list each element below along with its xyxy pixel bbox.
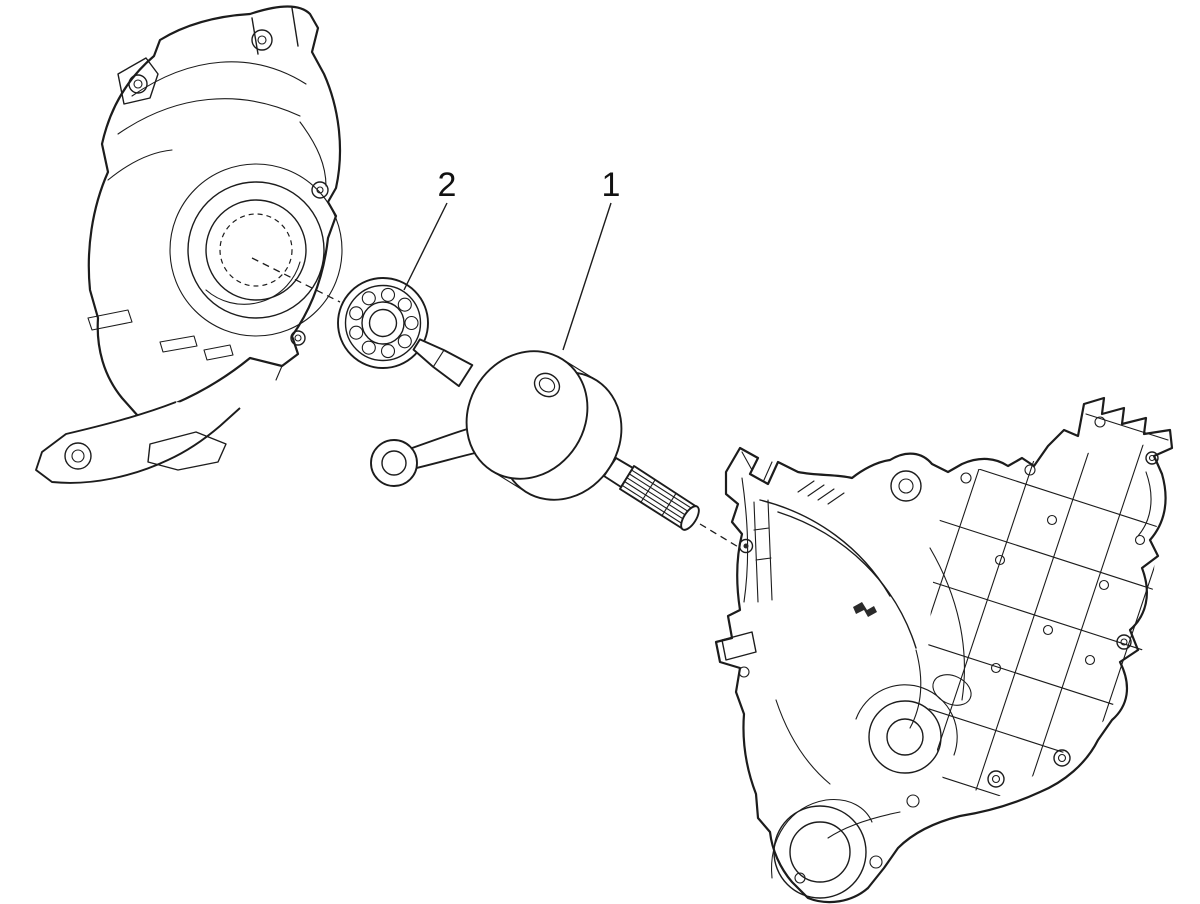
shaft-end-face: [680, 505, 700, 531]
bottom-curve: [775, 699, 831, 785]
output-bore: [868, 700, 942, 774]
dome-rib: [107, 149, 173, 181]
foot-bolt-hole-inner: [294, 334, 302, 342]
dome-rib: [131, 61, 307, 97]
crank-bore: [773, 805, 867, 899]
flange-slot: [87, 309, 133, 331]
callout-1: 1: [562, 166, 621, 351]
left-ear: [117, 57, 159, 105]
bearing-bore: [368, 308, 398, 338]
web-balance-hole: [533, 372, 561, 398]
bore-inner: [205, 199, 307, 301]
channel-ribs: [753, 499, 773, 603]
dome-rib: [299, 121, 327, 187]
left-ear-bolt-hole-inner: [133, 79, 143, 89]
bell-curve: [929, 547, 965, 701]
output-boss-arc: [855, 684, 958, 756]
prong-lines: [741, 451, 773, 481]
flange-slot: [203, 344, 234, 361]
top-ear-bolt-hole: [251, 29, 273, 51]
left-ear-bolt-hole: [128, 74, 148, 94]
callout-2-leader: [403, 202, 448, 291]
output-bore-inner: [886, 718, 924, 756]
bore-chamfer-arc: [205, 261, 301, 305]
side-boss: [932, 674, 972, 706]
peripheral-bolt-holes: [738, 416, 1159, 884]
web-balance-hole-inner: [538, 377, 556, 393]
flange-bolt-hole: [311, 181, 329, 199]
case-bolt-center: [743, 543, 749, 549]
crank-stub-shaft: [412, 338, 474, 388]
crank-boss-arc: [770, 798, 873, 879]
rod-small-end-bore: [381, 450, 407, 476]
machined-hatch: [797, 480, 845, 505]
arm-bolt-hole: [64, 442, 92, 470]
crankcase-half-right: [714, 396, 1174, 904]
crankcase-left-body: [87, 5, 342, 418]
spline-ridges: [621, 469, 696, 527]
top-boss-inner: [898, 478, 914, 494]
edge-echo: [1137, 471, 1152, 537]
bore-hidden-edge: [219, 213, 293, 287]
crank-bore-inner: [789, 821, 851, 883]
callout-1-label: 1: [602, 166, 621, 204]
web-rim-lines: [491, 358, 597, 493]
bearing-outer-race-inner-edge: [344, 284, 422, 362]
callout-2-label: 2: [438, 166, 457, 204]
case-bolt: [738, 538, 754, 554]
foot-bolt-hole: [290, 330, 306, 346]
dome-rib: [117, 98, 301, 135]
assembly-centerline-left: [251, 257, 341, 303]
bore-boss-ring: [169, 163, 343, 337]
stub-step-line: [432, 349, 445, 368]
assembly-centerline-right: [699, 523, 741, 549]
crankcase-half-left: [35, 5, 343, 484]
bell-curve: [777, 511, 917, 649]
flange-bolt-hole-inner: [316, 186, 324, 194]
top-boss: [890, 470, 922, 502]
lattice-bosses: [990, 514, 1146, 674]
flange-slot: [159, 335, 198, 353]
ledge-inner-line: [1085, 413, 1169, 441]
top-ear-bolt-hole-inner: [257, 35, 267, 45]
bottom-curve: [827, 811, 901, 839]
crankshaft-assembly: [370, 338, 700, 531]
bore-outer: [187, 181, 325, 319]
crankcase-left-hook: [147, 431, 227, 471]
bell-curve: [759, 499, 891, 597]
bearing-balls: [349, 287, 419, 359]
ball-bearing: [337, 277, 429, 369]
arm-bolt-hole-inner: [71, 449, 85, 463]
callout-1-leader: [562, 202, 612, 351]
crankcase-left-arm: [35, 401, 241, 484]
left-bracket: [721, 631, 757, 661]
foot-edge: [275, 365, 283, 381]
retaining-clip: [853, 602, 877, 617]
bearing-inner-race: [361, 301, 405, 345]
rod-small-end: [370, 439, 418, 487]
bearing-outer-race: [337, 277, 429, 369]
callout-2: 2: [403, 166, 457, 291]
